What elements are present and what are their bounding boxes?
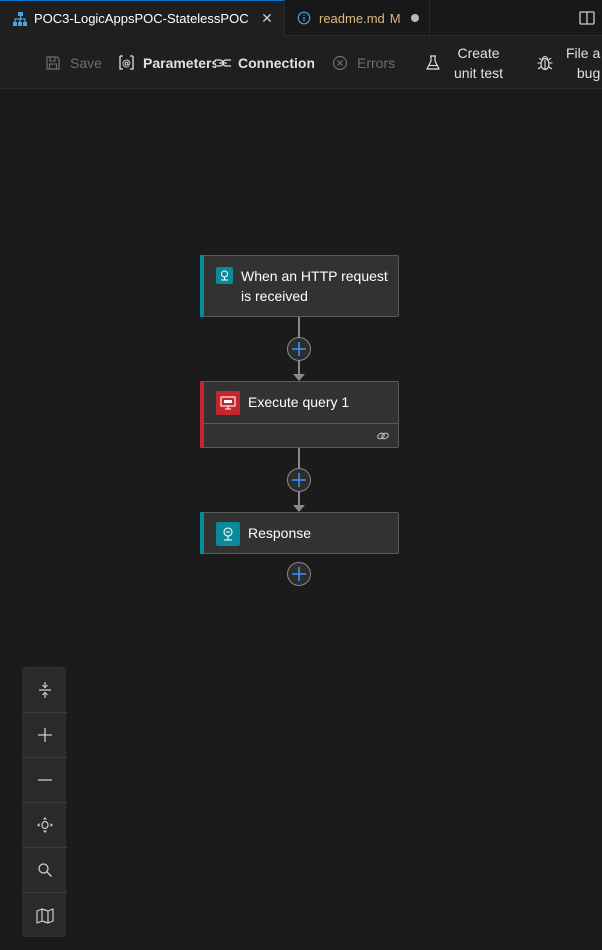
response-node[interactable]: Response — [200, 512, 399, 554]
node-divider — [204, 423, 398, 424]
errors-button[interactable]: Errors — [331, 36, 396, 88]
fit-view-icon — [37, 817, 53, 833]
add-step-button[interactable] — [287, 562, 311, 586]
search-icon — [38, 863, 52, 877]
save-icon — [44, 54, 62, 72]
connections-label: Connections — [238, 54, 314, 71]
plus-icon — [292, 473, 306, 487]
parameters-icon: @ — [118, 54, 135, 72]
minus-icon — [38, 779, 52, 781]
collapse-icon — [39, 682, 51, 698]
action-accent-bar — [200, 381, 204, 448]
action-node-execute-query[interactable]: Execute query 1 — [200, 381, 399, 448]
sql-icon — [216, 391, 240, 415]
arrow-down-icon — [293, 374, 305, 381]
error-icon — [331, 54, 349, 72]
trigger-title: When an HTTP request is received — [241, 268, 388, 304]
add-step-button[interactable] — [287, 468, 311, 492]
link-icon — [214, 54, 232, 72]
http-request-icon — [216, 267, 233, 284]
trigger-node-http-request[interactable]: When an HTTP request is received — [200, 255, 399, 317]
tab-workflow[interactable]: POC3-LogicAppsPOC-StatelessPOC ✕ — [0, 0, 285, 36]
zoom-in-button[interactable] — [23, 713, 67, 758]
response-accent-bar — [200, 512, 204, 554]
connections-button[interactable]: Connections — [214, 36, 314, 88]
create-unit-test-label: Create unit test — [454, 44, 504, 81]
parameters-label: Parameters — [143, 54, 216, 71]
connection-link-icon[interactable] — [376, 429, 390, 443]
close-icon[interactable]: ✕ — [261, 10, 273, 26]
modified-indicator: M — [389, 10, 401, 26]
plus-icon — [292, 342, 306, 356]
collapse-all-button[interactable] — [23, 668, 67, 713]
map-icon — [36, 907, 54, 924]
canvas-controls — [22, 667, 67, 938]
plus-icon — [38, 728, 52, 742]
plus-icon — [292, 567, 306, 581]
save-button[interactable]: Save — [44, 36, 102, 88]
svg-text:@: @ — [122, 59, 131, 69]
add-step-button[interactable] — [287, 337, 311, 361]
save-label: Save — [70, 54, 102, 71]
editor-tab-bar: POC3-LogicAppsPOC-StatelessPOC ✕ readme.… — [0, 0, 602, 36]
unsaved-dot-icon[interactable] — [411, 14, 419, 22]
beaker-icon — [424, 54, 442, 72]
response-title: Response — [248, 525, 312, 541]
zoom-out-button[interactable] — [23, 758, 67, 803]
bug-icon — [536, 54, 554, 72]
file-bug-label: File a bug — [566, 44, 601, 81]
arrow-down-icon — [293, 505, 305, 512]
create-unit-test-button[interactable]: Create unit test — [424, 36, 504, 88]
info-icon — [297, 10, 315, 26]
tab-readme[interactable]: readme.md M — [285, 0, 430, 36]
action-title: Execute query 1 — [248, 394, 350, 410]
errors-label: Errors — [357, 54, 396, 71]
minimap-button[interactable] — [23, 893, 67, 938]
workflow-icon — [12, 11, 30, 27]
tab-workflow-label: POC3-LogicAppsPOC-StatelessPOC — [34, 11, 249, 26]
parameters-button[interactable]: @ Parameters — [118, 36, 216, 88]
file-bug-button[interactable]: File a bug — [536, 36, 601, 88]
split-editor-icon[interactable] — [578, 9, 596, 27]
tab-readme-label: readme.md — [319, 10, 385, 26]
fit-view-button[interactable] — [23, 803, 67, 848]
response-icon — [216, 522, 240, 546]
search-button[interactable] — [23, 848, 67, 893]
designer-toolbar: Save @ Parameters Connections Errors — [0, 36, 602, 89]
trigger-accent-bar — [200, 255, 204, 317]
